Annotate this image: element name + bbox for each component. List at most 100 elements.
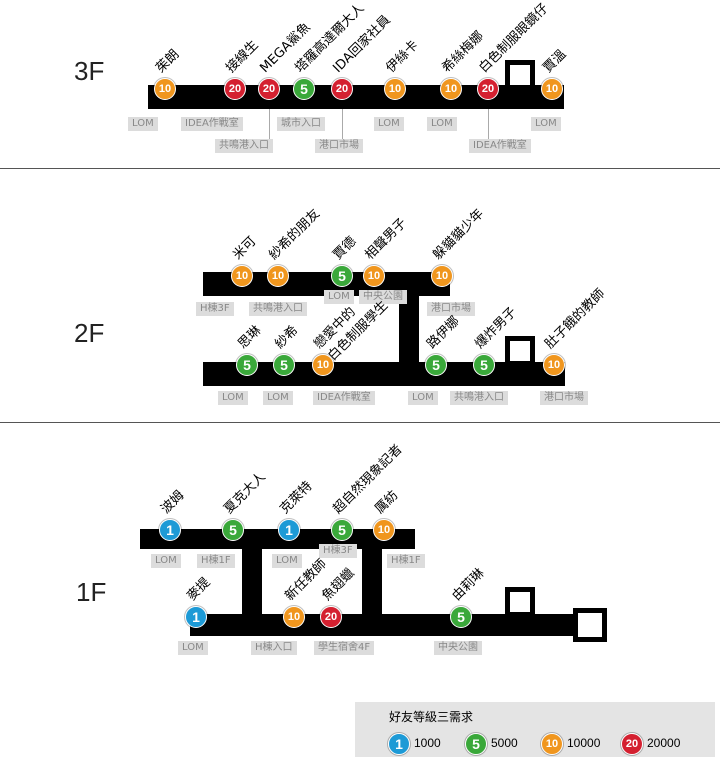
level-legend: 好友等級三需求 1 1000 5 5000 10 10000 20 20000 (355, 702, 715, 757)
npc-name: 紗希的朋友 (266, 206, 323, 263)
level-badge: 20 (331, 78, 353, 100)
npc-name: 肚子餓的教師 (542, 286, 609, 352)
room-box (505, 60, 535, 90)
npc-name: 米可 (230, 233, 260, 263)
location-tag: 中央公園 (359, 290, 407, 304)
npc-name: 超自然現象記者 (330, 442, 406, 517)
location-tag: LOM (128, 117, 158, 131)
floor-label-1f: 1F (76, 577, 107, 607)
location-tag: LOM (178, 641, 208, 655)
npc-name: 魚翅蠟 (319, 565, 358, 604)
floor-label-2f: 2F (74, 318, 105, 348)
level-badge: 5 (473, 354, 495, 376)
location-tag: 中央公園 (434, 641, 482, 655)
location-tag: H棟1F (387, 554, 425, 568)
level-badge: 10 (283, 606, 305, 628)
level-badge: 1 (185, 606, 207, 628)
legend-value: 20000 (647, 736, 681, 750)
level-badge: 10 (312, 354, 334, 376)
location-leader (488, 109, 489, 139)
level-badge: 10 (440, 78, 462, 100)
location-leader (269, 109, 270, 139)
room-box (573, 608, 607, 642)
level-badge: 20 (320, 606, 342, 628)
location-tag: LOM (151, 554, 181, 568)
level-badge: 5 (331, 265, 353, 287)
level-badge: 10 (541, 733, 563, 755)
level-badge: 5 (273, 354, 295, 376)
npc-name: 麥提 (184, 574, 214, 604)
location-tag: LOM (218, 391, 248, 405)
npc-name: 波姆 (158, 487, 188, 517)
level-badge: 5 (293, 78, 315, 100)
level-badge: 10 (267, 265, 289, 287)
level-badge: 5 (331, 519, 353, 541)
location-tag: H棟1F (197, 554, 235, 568)
corridor (203, 362, 565, 386)
level-badge: 1 (388, 733, 410, 755)
legend-value: 10000 (567, 736, 601, 750)
level-badge: 10 (154, 78, 176, 100)
legend-value: 1000 (414, 736, 441, 750)
level-badge: 5 (465, 733, 487, 755)
npc-name: 賈德 (330, 233, 360, 263)
npc-name: 茱朗 (153, 46, 183, 76)
corridor (242, 549, 262, 619)
npc-name: 路伊娜 (424, 313, 463, 352)
npc-name: 紗希 (272, 322, 302, 352)
level-badge: 1 (159, 519, 181, 541)
location-tag: 共鳴港入口 (450, 391, 508, 405)
npc-name: 接線生 (223, 37, 262, 76)
legend-value: 5000 (491, 736, 518, 750)
corridor (190, 614, 595, 636)
npc-name: 思琳 (235, 322, 265, 352)
level-badge: 10 (363, 265, 385, 287)
location-tag: LOM (324, 290, 354, 304)
level-badge: 20 (477, 78, 499, 100)
level-badge: 10 (543, 354, 565, 376)
floor-divider (0, 422, 720, 423)
location-tag: 港口市場 (540, 391, 588, 405)
location-tag: LOM (531, 117, 561, 131)
location-tag: IDEA作戰室 (469, 139, 531, 153)
location-tag: 城市入口 (277, 117, 325, 131)
npc-name: 伊絲卡 (383, 37, 422, 76)
npc-name: 躲貓貓少年 (430, 206, 487, 263)
location-tag: LOM (263, 391, 293, 405)
location-tag: LOM (427, 117, 457, 131)
npc-name: 相聲男子 (362, 215, 410, 263)
location-tag: H棟入口 (251, 641, 297, 655)
location-tag: IDEA作戰室 (181, 117, 243, 131)
legend-title: 好友等級三需求 (389, 710, 474, 724)
location-tag: H棟3F (319, 544, 357, 558)
npc-name: 厲紡 (372, 487, 402, 517)
floor-divider (0, 168, 720, 169)
level-badge: 10 (541, 78, 563, 100)
corridor (399, 296, 419, 366)
level-badge: 20 (258, 78, 280, 100)
location-tag: 港口市場 (315, 139, 363, 153)
location-tag: LOM (408, 391, 438, 405)
location-leader (342, 109, 343, 139)
level-badge: 1 (278, 519, 300, 541)
location-tag: 共鳴港入口 (249, 302, 307, 316)
corridor (362, 549, 382, 619)
level-badge: 10 (384, 78, 406, 100)
npc-name: 夏克大人 (221, 469, 269, 517)
level-badge: 10 (373, 519, 395, 541)
location-tag: 共鳴港入口 (215, 139, 273, 153)
location-tag: LOM (272, 554, 302, 568)
location-tag: LOM (374, 117, 404, 131)
location-tag: 港口市場 (427, 302, 475, 316)
room-box (505, 587, 535, 617)
location-tag: H棟3F (196, 302, 234, 316)
level-badge: 10 (431, 265, 453, 287)
npc-name: 由莉琳 (449, 565, 488, 604)
location-tag: 學生宿舍4F (314, 641, 375, 655)
level-badge: 5 (236, 354, 258, 376)
level-badge: 5 (222, 519, 244, 541)
room-box (505, 336, 535, 366)
level-badge: 5 (450, 606, 472, 628)
level-badge: 20 (224, 78, 246, 100)
